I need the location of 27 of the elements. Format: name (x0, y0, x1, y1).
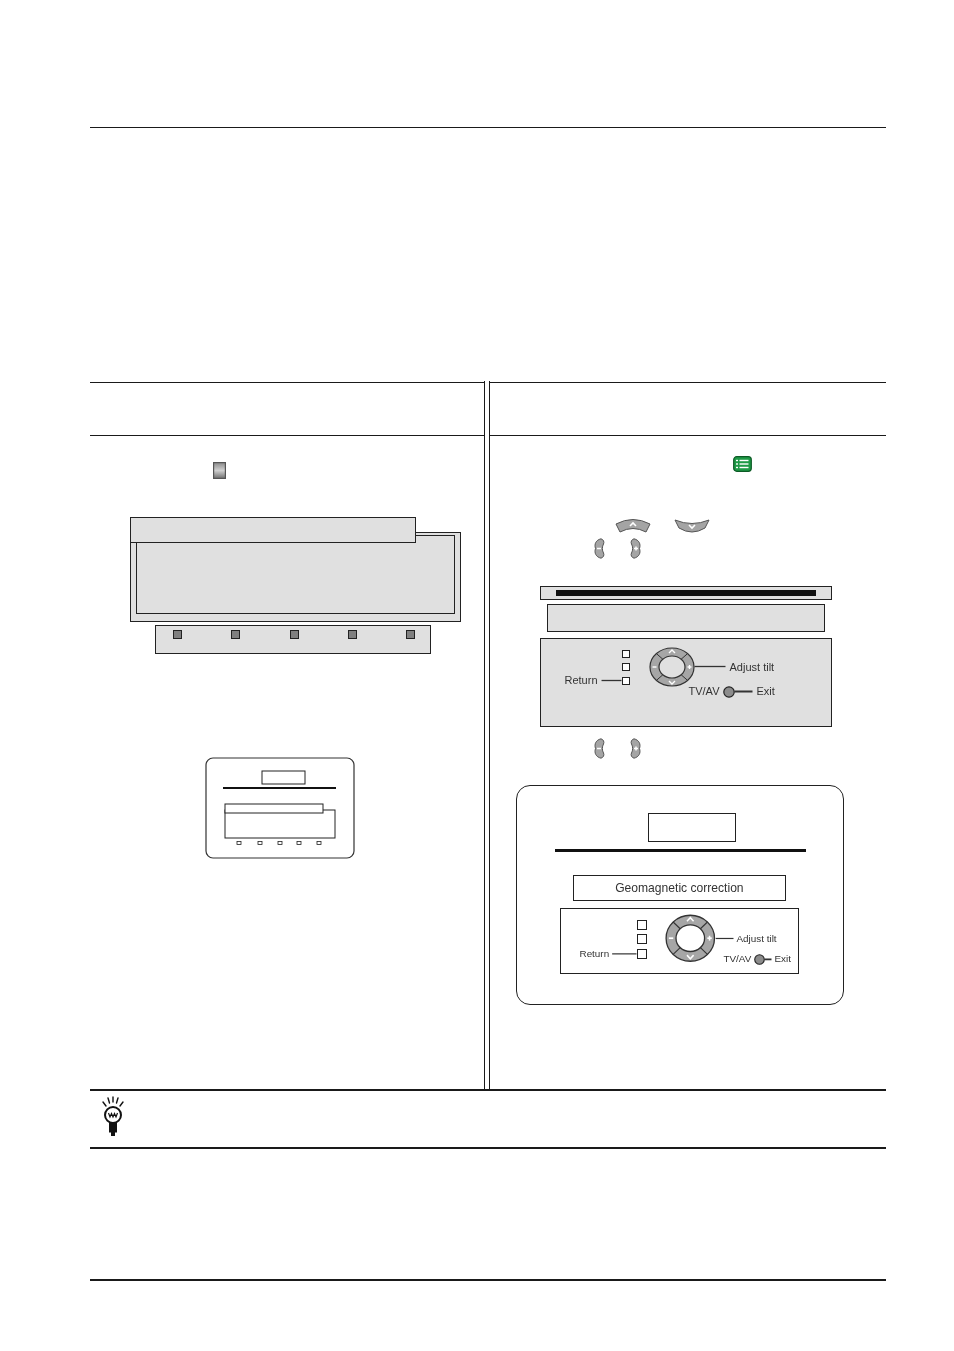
key-label: Return (579, 948, 613, 959)
title-box (647, 813, 736, 842)
leader-line (611, 953, 638, 955)
menu-item-box (547, 604, 825, 632)
menu-title-bar (540, 586, 832, 600)
round-button-icon (722, 685, 735, 698)
leader-line (693, 665, 727, 668)
square-button-icon (636, 948, 647, 959)
key-label: Adjust tilt (725, 661, 775, 673)
screen-thumbnail (516, 785, 844, 1005)
round-button-icon (753, 953, 765, 965)
square-button-icon (621, 676, 630, 685)
leader-line (763, 958, 773, 961)
key-label: Exit (752, 686, 775, 697)
direction-ring-icon (665, 914, 716, 963)
leader-line (715, 937, 735, 940)
direction-ring-icon (648, 646, 695, 687)
leader-line (733, 690, 754, 693)
key-label: Return (564, 675, 602, 686)
key-label: TV/AV (688, 686, 720, 697)
key-guide-panel (559, 907, 800, 974)
key-guide-panel (540, 638, 832, 727)
key-label: TV/AV (723, 954, 752, 965)
key-label: Adjust tilt (733, 933, 777, 944)
key-label: Exit (771, 954, 791, 965)
menu-item-box: Geomagnetic correction (572, 874, 787, 902)
leader-line (600, 679, 623, 682)
